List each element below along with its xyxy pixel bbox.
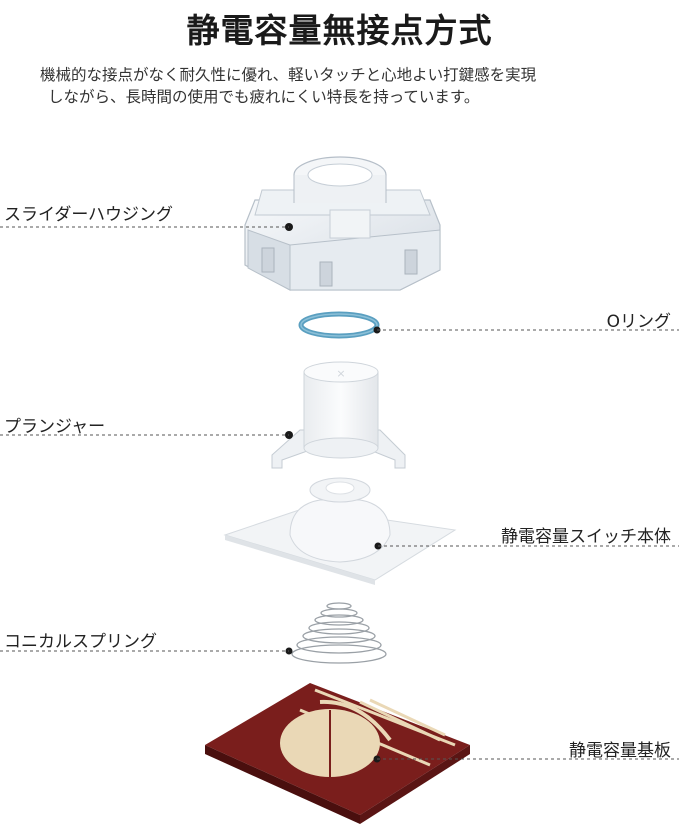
switch-body-illustration <box>223 477 457 585</box>
label-conical-spring: コニカルスプリング <box>4 632 157 652</box>
page-title: 静電容量無接点方式 <box>186 11 493 50</box>
conical-spring-illustration <box>285 602 387 664</box>
label-switch-body: 静電容量スイッチ本体 <box>501 527 671 547</box>
description-line-2: しながら、長時間の使用でも疲れにくい特長を持っています。 <box>48 88 480 106</box>
svg-text:×: × <box>336 367 345 380</box>
description: 機械的な接点がなく耐久性に優れ、軽いタッチと心地よい打鍵感を実現 しながら、長時… <box>40 64 650 108</box>
label-o-ring: Oリング <box>606 312 671 332</box>
plunger-illustration: × <box>271 361 406 469</box>
label-slider-housing: スライダーハウジング <box>4 205 173 225</box>
leader-lines <box>0 226 679 760</box>
slider-housing-illustration <box>244 156 441 291</box>
o-ring-illustration <box>298 311 381 339</box>
label-plunger: プランジャー <box>4 417 106 437</box>
description-line-1: 機械的な接点がなく耐久性に優れ、軽いタッチと心地よい打鍵感を実現 <box>40 66 537 84</box>
capacitive-pcb-illustration <box>205 683 470 824</box>
label-capacitive-pcb: 静電容量基板 <box>569 741 671 761</box>
